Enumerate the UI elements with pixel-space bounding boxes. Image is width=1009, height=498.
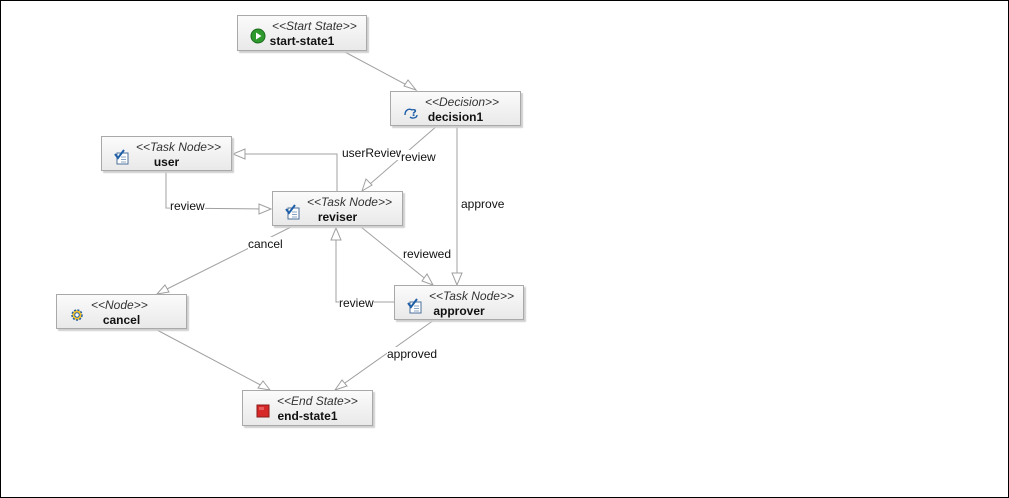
node-reviser[interactable]: <<Task Node>> reviser: [272, 191, 403, 226]
node-stereotype: <<End State>>: [277, 394, 358, 408]
node-name: decision1: [427, 110, 484, 124]
node-stereotype: <<Decision>>: [425, 95, 500, 109]
edge-label-approve: approve: [461, 197, 505, 211]
task-node-icon: [285, 204, 301, 220]
start-state-icon: [250, 28, 266, 44]
node-name: cancel: [102, 313, 141, 327]
node-cancel[interactable]: <<Node>> cancel: [56, 294, 187, 329]
node-stereotype: <<Task Node>>: [429, 289, 514, 303]
node-name: start-state1: [269, 34, 335, 48]
edge-start-to-decision[interactable]: [342, 50, 417, 91]
edge-user-to-reviser[interactable]: [165, 171, 272, 210]
arrowhead: [258, 203, 273, 215]
node-stereotype: <<Start State>>: [272, 19, 357, 33]
node-user[interactable]: <<Task Node>> user: [101, 136, 232, 171]
edge-label-reviewed: reviewed: [403, 247, 452, 261]
task-node-icon: [114, 149, 130, 165]
node-name: end-state1: [277, 409, 338, 423]
edge-approver-to-end[interactable]: [334, 319, 435, 391]
arrowhead: [403, 79, 418, 92]
arrowhead: [330, 226, 342, 241]
edge-reviser-to-approver[interactable]: [360, 226, 434, 286]
node-decision[interactable]: ? <<Decision>> decision1: [390, 91, 521, 126]
arrowhead: [155, 284, 170, 295]
arrowhead: [333, 379, 348, 391]
arrowhead: [257, 380, 272, 391]
node-end-state[interactable]: <<End State>> end-state1: [242, 390, 373, 426]
node-stereotype: <<Task Node>>: [307, 195, 392, 209]
edge-reviser-to-user[interactable]: [233, 153, 338, 191]
node-name: user: [153, 155, 180, 169]
end-state-icon: [255, 403, 271, 419]
edge-label-approver-review: review: [339, 296, 374, 310]
edge-label-approved: approved: [387, 347, 438, 361]
gear-icon: [69, 307, 85, 323]
edge-label-user-review: userReview: [342, 146, 405, 160]
edge-label-user-to-reviser: review: [170, 199, 205, 213]
node-name: approver: [433, 304, 485, 318]
arrowhead: [231, 148, 246, 160]
edge-approver-to-reviser[interactable]: [335, 228, 394, 303]
svg-text:?: ?: [411, 108, 417, 119]
arrowhead: [451, 272, 463, 287]
decision-icon: ?: [403, 104, 419, 120]
node-name: reviser: [317, 210, 358, 224]
node-start-state[interactable]: <<Start State>> start-state1: [237, 15, 367, 51]
task-node-icon: [407, 298, 423, 314]
arrowhead: [421, 273, 435, 286]
arrowhead: [361, 178, 373, 193]
node-approver[interactable]: <<Task Node>> approver: [394, 285, 524, 320]
edge-label-cancel: cancel: [248, 237, 283, 251]
edge-label-decision-review: review: [401, 150, 436, 164]
node-stereotype: <<Node>>: [91, 298, 148, 312]
edge-cancel-to-end[interactable]: [156, 329, 271, 391]
node-stereotype: <<Task Node>>: [136, 140, 221, 154]
